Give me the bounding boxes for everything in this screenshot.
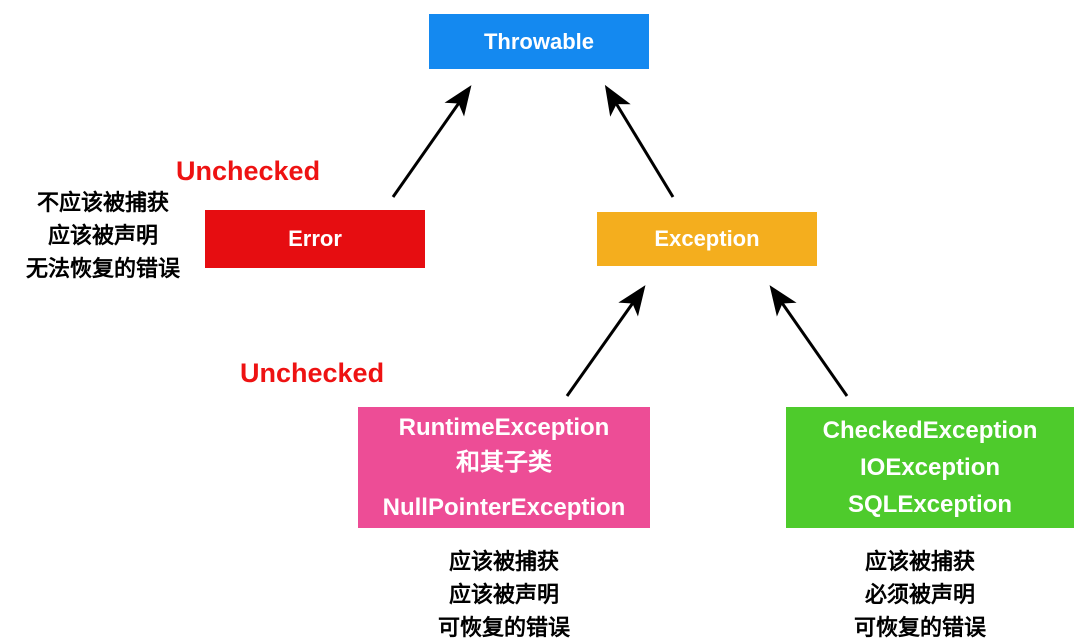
node-throwable: Throwable	[429, 14, 649, 69]
checked-note-line3: 可恢复的错误	[853, 615, 986, 640]
checked-note-line2: 必须被声明	[864, 582, 975, 607]
runtime-note-line3: 可恢复的错误	[437, 615, 570, 640]
node-checked-line1: CheckedException	[822, 417, 1038, 444]
node-runtime-line1: RuntimeException	[398, 414, 610, 441]
checked-note-line1: 应该被捕获	[864, 549, 975, 574]
node-throwable-label: Throwable	[483, 28, 594, 54]
arrow-error-to-throwable	[391, 85, 472, 198]
node-exception-label: Exception	[654, 226, 760, 251]
runtime-note: 应该被捕获 应该被声明 可恢复的错误	[374, 545, 634, 642]
node-runtime-exception: RuntimeException 和其子类 NullPointerExcepti…	[358, 407, 650, 528]
node-exception: Exception	[597, 212, 817, 266]
error-note: 不应该被捕获 应该被声明 无法恢复的错误	[5, 186, 201, 285]
node-checked-exception: CheckedException IOException SQLExceptio…	[786, 407, 1074, 528]
runtime-note-line2: 应该被声明	[448, 582, 559, 607]
node-checked-line2: IOException	[859, 454, 1001, 481]
node-runtime-line3: NullPointerException	[382, 494, 626, 521]
node-error-label: Error	[288, 226, 342, 251]
node-checked-line3: SQLException	[847, 491, 1013, 518]
runtime-note-line1: 应该被捕获	[448, 549, 559, 574]
checked-note: 应该被捕获 必须被声明 可恢复的错误	[790, 545, 1050, 642]
unchecked-label-top: Unchecked	[176, 156, 321, 186]
node-runtime-line2: 和其子类	[456, 449, 552, 476]
error-note-line1: 不应该被捕获	[36, 190, 169, 215]
arrow-exception-to-throwable	[604, 84, 675, 198]
node-error: Error	[205, 210, 425, 268]
unchecked-label-bottom: Unchecked	[240, 358, 385, 388]
arrow-checked-to-exception	[769, 285, 849, 397]
error-note-line3: 无法恢复的错误	[25, 256, 180, 281]
arrow-runtime-to-exception	[565, 285, 646, 397]
error-note-line2: 应该被声明	[47, 223, 158, 248]
